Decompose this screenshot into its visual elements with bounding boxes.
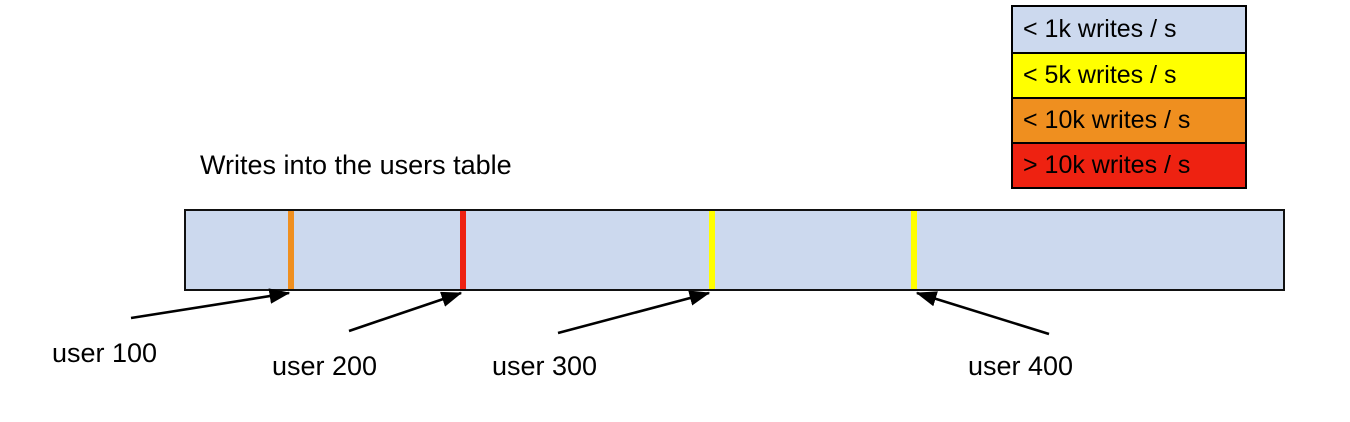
marker-stripe-user-200 [460, 211, 466, 289]
arrow-user-400 [915, 291, 1050, 336]
marker-stripe-user-100 [288, 211, 294, 289]
legend-label-lt-10k: < 10k writes / s [1023, 106, 1191, 134]
arrow-user-300 [557, 290, 711, 335]
callout-label-user-100: user 100 [52, 338, 158, 368]
users-table-band [184, 209, 1285, 291]
callout-label-user-400: user 400 [968, 351, 1074, 381]
callout-label-user-200: user 200 [272, 351, 378, 381]
arrow-user-100 [130, 288, 291, 320]
chart-title: Writes into the users table [200, 150, 512, 180]
marker-stripe-user-300 [709, 211, 715, 289]
marker-stripe-user-400 [911, 211, 917, 289]
legend-row-lt-1k: < 1k writes / s [1013, 7, 1245, 52]
legend-row-gt-10k: > 10k writes / s [1013, 142, 1245, 187]
arrow-user-200 [348, 291, 463, 333]
callout-label-user-300: user 300 [492, 351, 598, 381]
legend-row-lt-10k: < 10k writes / s [1013, 97, 1245, 142]
legend: < 1k writes / s < 5k writes / s < 10k wr… [1011, 5, 1247, 189]
legend-row-lt-5k: < 5k writes / s [1013, 52, 1245, 97]
legend-label-lt-5k: < 5k writes / s [1023, 61, 1177, 89]
legend-label-gt-10k: > 10k writes / s [1023, 151, 1191, 179]
legend-label-lt-1k: < 1k writes / s [1023, 15, 1177, 43]
